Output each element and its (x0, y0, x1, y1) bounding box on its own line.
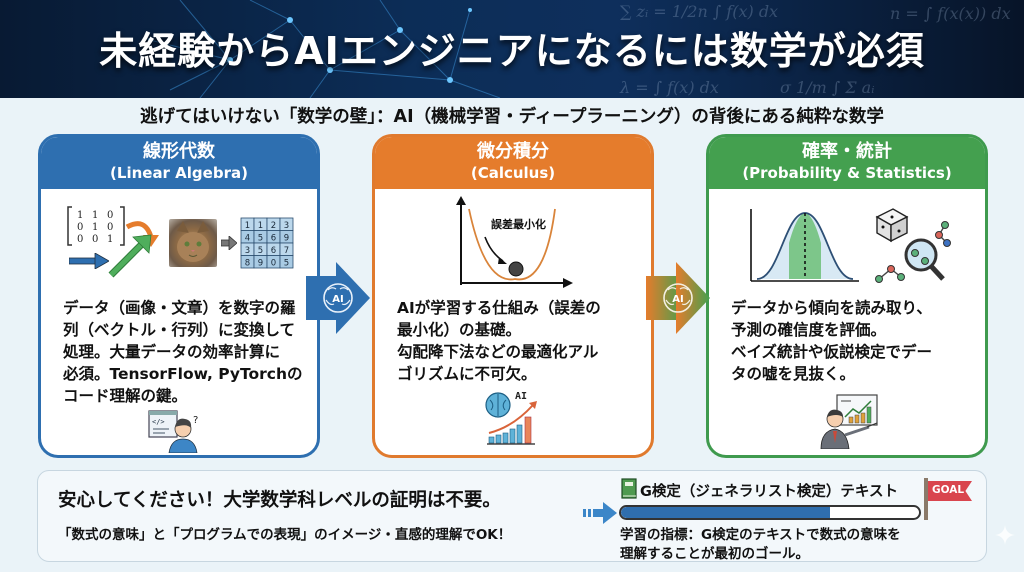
matrix-cell: 1 (92, 222, 98, 233)
normal-distribution-icon (750, 209, 859, 282)
progress-fill (621, 507, 830, 518)
arrow-right-icon (221, 236, 237, 250)
grid-cell-value: 5 (284, 259, 289, 269)
grid-cell-value: 8 (245, 259, 250, 269)
card-subtitle: (Calculus) (470, 164, 556, 182)
description-line: 最小化）の基礎。 (397, 321, 522, 339)
sparkle-icon (995, 525, 1015, 545)
brain-ai-icon: AI (323, 283, 353, 313)
matrix-cell: 0 (77, 234, 83, 245)
goal-description: 学習の指標：G検定のテキストで数式の意味を 理解することが最初のゴール。 (620, 526, 901, 564)
card-probability-statistics: 確率・統計 (Probability & Statistics) データから (706, 134, 988, 458)
grid-cell-value: 6 (271, 246, 276, 256)
ai-growth-chart-icon: AI (485, 391, 537, 445)
goal-line: 学習の指標：G検定のテキストで数式の意味を (620, 527, 901, 543)
programmer-thinking-icon: </> ? (148, 410, 198, 453)
matrix-cell: 0 (107, 210, 113, 221)
grid-cell-value: 1 (245, 221, 250, 231)
graph-label: 誤差最小化 (491, 217, 546, 231)
ai-label: AI (515, 391, 527, 402)
card-header: 微分積分 (Calculus) (375, 137, 651, 189)
description-line: コード理解の鍵。 (63, 387, 188, 405)
flag-pole (924, 478, 928, 520)
description-line: AIが学習する仕組み（誤差の (397, 299, 601, 317)
presenter-chart-icon (820, 394, 878, 449)
brain-ai-icon: AI (663, 283, 693, 313)
reassurance-title: 安心してください！大学数学科レベルの証明は不要。 (58, 490, 501, 511)
matrix-cell: 1 (107, 234, 113, 245)
book-icon (621, 478, 637, 499)
card-subtitle: (Linear Algebra) (110, 164, 248, 182)
connector-label: AI (672, 294, 683, 305)
dice-and-analysis-icon (875, 208, 951, 283)
error-minimization-graph-icon: 誤差最小化 (456, 196, 573, 288)
matrix-cell: 0 (77, 222, 83, 233)
card-description: データから傾向を読み取り、 予測の確信度を評価。 ベイズ統計や仮説検定でデー タ… (731, 297, 981, 385)
formula-decoration: n = ∫ f(x(x)) dx (890, 4, 1011, 23)
matrix-cell: 0 (107, 222, 113, 233)
matrix-cell: 1 (77, 210, 83, 221)
connector-label: AI (332, 294, 343, 305)
description-line: 列（ベクトル・行列）に変換して (63, 321, 296, 339)
description-line: データ（画像・文章）を数字の羅 (63, 299, 296, 317)
vector-arrow-icon (108, 234, 152, 278)
svg-text:</>: </> (152, 418, 165, 426)
goal-line: 理解することが最初のゴール。 (620, 546, 809, 562)
card-header: 線形代数 (Linear Algebra) (41, 137, 317, 189)
grid-cell-value: 7 (284, 246, 289, 256)
page-subtitle: 逃げてはいけない「数学の壁」：AI（機械学習・ディープラーニング）の背後にある純… (140, 107, 884, 127)
grid-cell-value: 9 (284, 234, 289, 244)
grid-cell-value: 5 (258, 234, 263, 244)
formula-decoration: ∑ zᵢ = 1/2n ∫ f(x) dx (620, 2, 779, 21)
card-description: データ（画像・文章）を数字の羅 列（ベクトル・行列）に変換して 処理。大量データ… (63, 297, 313, 407)
card-title: 微分積分 (477, 141, 549, 162)
card-calculus: 微分積分 (Calculus) 誤差最小化 AIが学習する仕組み（誤差の 最小化… (372, 134, 654, 458)
grid-cell-value: 0 (271, 259, 276, 269)
card-subtitle: (Probability & Statistics) (742, 164, 952, 182)
connector-arrow-icon: AI (646, 262, 710, 334)
card-description: AIが学習する仕組み（誤差の 最小化）の基礎。 勾配降下法などの最適化アル ゴリ… (397, 297, 647, 385)
description-line: 処理。大量データの効率計算に (63, 343, 281, 361)
header-banner: ∑ zᵢ = 1/2n ∫ f(x) dx n = ∫ f(x(x)) dx λ… (0, 0, 1024, 98)
svg-text:?: ? (193, 415, 198, 426)
network-background-icon (148, 0, 501, 98)
grid-cell-value: 3 (245, 246, 250, 256)
reassurance-subtext: 「数式の意味」と「プログラムでの表現」のイメージ・直感的理解でOK！ (58, 527, 512, 543)
description-line: タの嘘を見抜く。 (731, 365, 856, 383)
goal-flag: GOAL (928, 481, 972, 501)
grid-cell-value: 5 (258, 246, 263, 256)
description-line: データから傾向を読み取り、 (731, 299, 932, 317)
vector-arrow-icon (69, 253, 109, 269)
description-line: 勾配降下法などの最適化アル (397, 343, 599, 361)
reassurance-panel: 安心してください！大学数学科レベルの証明は不要。 「数式の意味」と「プログラムで… (37, 470, 617, 562)
book-title: G検定（ジェネラリスト検定）テキスト (640, 484, 898, 500)
grid-cell-value: 2 (271, 221, 276, 231)
page-title: 未経験からAIエンジニアになるには数学が必須 (99, 29, 925, 73)
card-title: 確率・統計 (802, 141, 892, 162)
grid-cell-value: 4 (245, 234, 250, 244)
connector-arrow-icon: AI (306, 262, 370, 334)
matrix-cell: 0 (92, 234, 98, 245)
grid-cell-value: 9 (258, 259, 263, 269)
grid-cell-value: 6 (271, 234, 276, 244)
grid-cell-value: 3 (284, 221, 289, 231)
learning-progress-bar (619, 505, 921, 520)
matrix-cell: 1 (92, 210, 98, 221)
cat-image (169, 219, 217, 267)
grid-cell-value: 1 (258, 221, 263, 231)
formula-decoration: σ 1/m ∫ Σ aᵢ (780, 78, 875, 97)
arrow-right-icon (583, 502, 617, 524)
grid-cell (279, 255, 294, 269)
description-line: ベイズ統計や仮説検定でデー (731, 343, 933, 361)
formula-decoration: λ = ∫ f(x) dx (620, 78, 719, 97)
description-line: ゴリズムに不可欠。 (397, 365, 537, 383)
description-line: 必須。TensorFlow, PyTorchの (63, 365, 303, 383)
card-title: 線形代数 (143, 141, 215, 162)
description-line: 予測の確信度を評価。 (731, 321, 887, 339)
card-header: 確率・統計 (Probability & Statistics) (709, 137, 985, 189)
